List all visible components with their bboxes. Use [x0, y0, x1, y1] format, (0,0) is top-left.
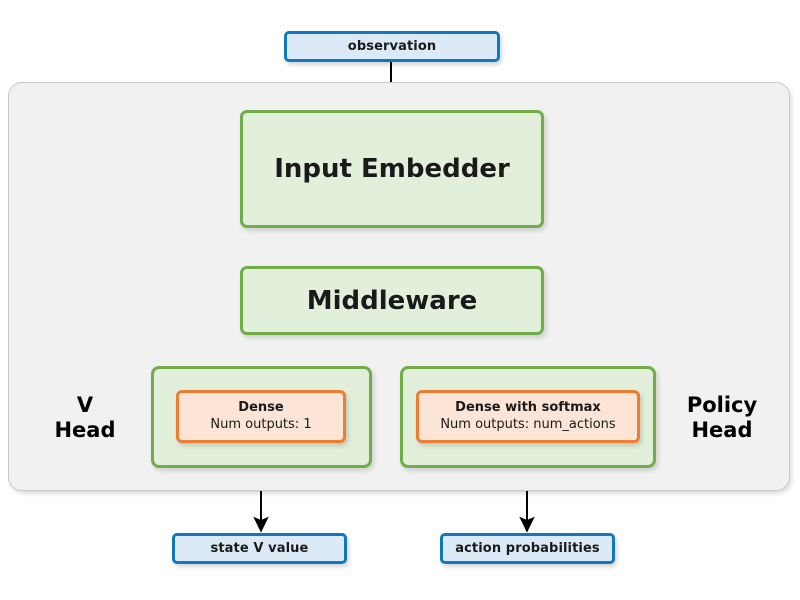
v-head-dense-subtitle: Num outputs: 1 — [210, 416, 312, 432]
state-v-value-box[interactable]: state V value — [172, 533, 347, 564]
middleware-label: Middleware — [306, 285, 478, 316]
v-head-caption: V Head — [25, 382, 145, 454]
policy-head-dense-box[interactable]: Dense with softmax Num outputs: num_acti… — [416, 390, 640, 443]
observation-box[interactable]: observation — [284, 31, 500, 62]
input-embedder-box[interactable]: Input Embedder — [240, 110, 544, 228]
policy-head-dense-subtitle: Num outputs: num_actions — [440, 416, 616, 432]
middleware-box[interactable]: Middleware — [240, 266, 544, 335]
v-head-dense-title: Dense — [238, 400, 284, 416]
v-head-caption-line2: Head — [54, 418, 116, 442]
state-v-value-label: state V value — [210, 541, 309, 556]
policy-head-caption-line1: Policy — [686, 393, 758, 418]
policy-head-caption-line2: Head — [691, 418, 753, 442]
input-embedder-label: Input Embedder — [274, 154, 510, 184]
action-probabilities-label: action probabilities — [455, 541, 600, 556]
policy-head-dense-title: Dense with softmax — [455, 400, 601, 416]
action-probabilities-box[interactable]: action probabilities — [440, 533, 615, 564]
v-head-caption-line1: V — [76, 393, 94, 418]
policy-head-caption: Policy Head — [662, 382, 782, 454]
observation-label: observation — [347, 39, 437, 54]
v-head-dense-box[interactable]: Dense Num outputs: 1 — [176, 390, 346, 443]
